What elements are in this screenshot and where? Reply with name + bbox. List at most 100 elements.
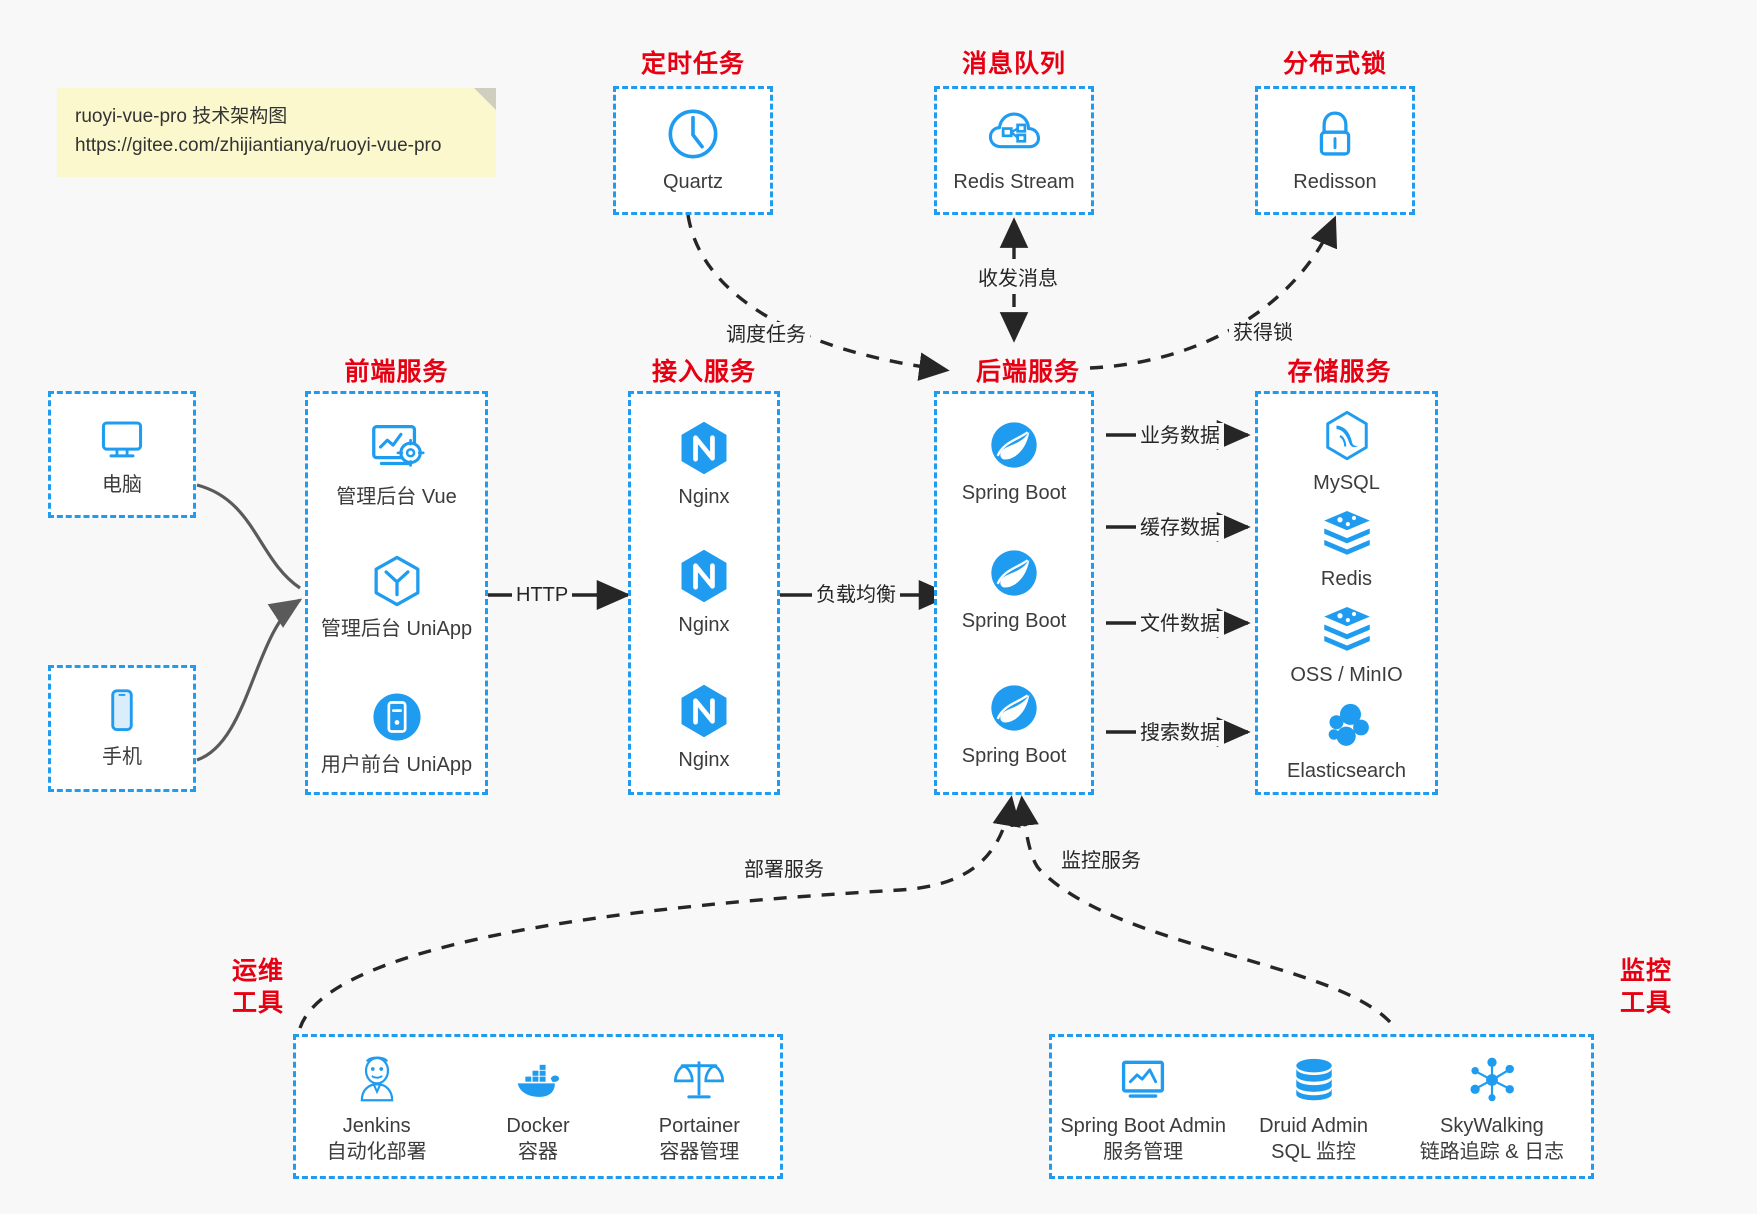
node-label: MySQL — [1313, 472, 1380, 494]
edge-label-search-data: 搜索数据 — [1136, 720, 1224, 746]
node-label: Spring Boot — [961, 745, 1067, 767]
node-spring-boot-admin[interactable]: Spring Boot Admin 服务管理 — [1052, 1053, 1234, 1166]
node-sublabel: 容器管理 — [659, 1141, 740, 1163]
scales-icon — [619, 1053, 780, 1107]
docker-whale-icon — [457, 1053, 618, 1107]
node-admin-vue[interactable]: 管理后台 Vue — [308, 416, 485, 510]
group-box-scheduler: Quartz — [613, 86, 773, 215]
node-label: 管理后台 UniApp — [320, 618, 473, 640]
nginx-icon — [631, 681, 777, 741]
group-title-lock: 分布式锁 — [1282, 50, 1387, 78]
edge-label-business-data: 业务数据 — [1136, 423, 1224, 449]
dashboard-gear-icon — [308, 416, 485, 478]
node-nginx-3[interactable]: Nginx — [631, 681, 777, 773]
node-redis[interactable]: Redis — [1258, 504, 1435, 592]
node-label: Redis Stream — [953, 171, 1075, 193]
node-jenkins[interactable]: Jenkins 自动化部署 — [296, 1053, 457, 1166]
group-box-phone: 手机 — [48, 665, 196, 792]
group-box-gateway: Nginx Nginx Nginx — [628, 391, 780, 795]
node-druid-admin[interactable]: Druid Admin SQL 监控 — [1234, 1053, 1393, 1166]
node-label: Jenkins — [342, 1115, 411, 1137]
group-box-backend: Spring Boot Spring Boot Spring Boot — [934, 391, 1094, 795]
note-fold-corner — [474, 88, 496, 110]
group-title-frontend: 前端服务 — [344, 358, 449, 386]
group-title-scheduler: 定时任务 — [640, 50, 745, 78]
group-box-storage: MySQL Redis — [1255, 391, 1438, 795]
group-title-monitor: 监控 工具 — [1601, 955, 1691, 1019]
elasticsearch-icon — [1258, 696, 1435, 752]
node-skywalking[interactable]: SkyWalking 链路追踪 & 日志 — [1393, 1053, 1591, 1166]
node-label: 电脑 — [102, 474, 142, 496]
node-mysql[interactable]: MySQL — [1258, 408, 1435, 496]
node-admin-uniapp[interactable]: 管理后台 UniApp — [308, 552, 485, 642]
group-title-monitor-line2: 工具 — [1619, 989, 1672, 1017]
edge-label-send-receive-message: 收发消息 — [974, 266, 1062, 292]
group-box-devops: Jenkins 自动化部署 — [293, 1034, 783, 1179]
node-nginx-2[interactable]: Nginx — [631, 546, 777, 638]
group-title-monitor-line1: 监控 — [1619, 957, 1672, 985]
group-title-gateway: 接入服务 — [651, 358, 756, 386]
group-title-backend: 后端服务 — [975, 358, 1080, 386]
note-line-title: ruoyi-vue-pro 技术架构图 — [75, 106, 288, 127]
node-user-uniapp[interactable]: 用户前台 UniApp — [308, 688, 485, 778]
app-circle-icon — [308, 688, 485, 746]
edge-label-acquire-lock: 获得锁 — [1229, 320, 1297, 346]
edge-backend-to-storage — [1106, 420, 1251, 747]
node-nginx-1[interactable]: Nginx — [631, 418, 777, 510]
node-springboot-2[interactable]: Spring Boot — [937, 544, 1091, 634]
clock-icon — [616, 105, 770, 163]
uniapp-cube-icon — [308, 552, 485, 610]
edge-label-load-balance: 负载均衡 — [812, 582, 900, 608]
edge-label-schedule-task: 调度任务 — [722, 322, 810, 348]
node-label: Redis — [1320, 568, 1373, 590]
node-redisson[interactable]: Redisson — [1258, 105, 1412, 195]
database-icon — [1234, 1053, 1393, 1107]
spring-leaf-icon — [937, 544, 1091, 602]
node-springboot-3[interactable]: Spring Boot — [937, 679, 1091, 769]
skywalking-node-icon — [1393, 1053, 1591, 1107]
edge-label-monitor-service: 监控服务 — [1057, 848, 1145, 874]
mobile-phone-icon — [51, 684, 193, 738]
node-springboot-1[interactable]: Spring Boot — [937, 416, 1091, 506]
edge-clients-to-frontend — [196, 483, 303, 762]
mysql-dolphin-icon — [1258, 408, 1435, 464]
node-label: 管理后台 Vue — [336, 486, 457, 508]
node-label: Elasticsearch — [1287, 760, 1406, 782]
group-box-monitor: Spring Boot Admin 服务管理 Druid Admin S — [1049, 1034, 1594, 1179]
group-title-devops-line1: 运维 — [231, 957, 284, 985]
edge-label-deploy-service: 部署服务 — [740, 857, 828, 883]
group-box-pc: 电脑 — [48, 391, 196, 518]
edge-monitor-service — [1010, 795, 1392, 1024]
jenkins-butler-icon — [296, 1053, 457, 1107]
node-pc[interactable]: 电脑 — [51, 412, 193, 498]
edge-label-file-data: 文件数据 — [1136, 611, 1224, 637]
node-quartz[interactable]: Quartz — [616, 105, 770, 195]
spring-leaf-icon — [937, 416, 1091, 474]
node-portainer[interactable]: Portainer 容器管理 — [619, 1053, 780, 1166]
node-label: Quartz — [662, 171, 724, 193]
node-label: Nginx — [678, 486, 730, 508]
node-redis-stream[interactable]: Redis Stream — [937, 105, 1091, 195]
node-phone[interactable]: 手机 — [51, 684, 193, 770]
redis-stack-icon — [1258, 504, 1435, 560]
node-sublabel: 服务管理 — [1103, 1141, 1184, 1163]
node-sublabel: SQL 监控 — [1271, 1141, 1356, 1163]
group-box-frontend: 管理后台 Vue 管理后台 UniApp 用户前台 UniApp — [305, 391, 488, 795]
node-label: Spring Boot — [961, 482, 1067, 504]
nginx-icon — [631, 418, 777, 478]
node-docker[interactable]: Docker 容器 — [457, 1053, 618, 1166]
node-label: Spring Boot Admin — [1060, 1115, 1226, 1137]
redis-stack-icon — [1258, 600, 1435, 656]
edge-deploy-service — [298, 795, 1021, 1029]
node-sublabel: 容器 — [517, 1141, 558, 1163]
node-elasticsearch[interactable]: Elasticsearch — [1258, 696, 1435, 784]
node-label: Docker — [506, 1115, 570, 1137]
nginx-icon — [631, 546, 777, 606]
node-label: OSS / MinIO — [1290, 664, 1403, 686]
node-label: 用户前台 UniApp — [320, 754, 473, 776]
node-oss-minio[interactable]: OSS / MinIO — [1258, 600, 1435, 688]
note-line-url: https://gitee.com/zhijiantianya/ruoyi-vu… — [75, 135, 442, 157]
group-box-lock: Redisson — [1255, 86, 1415, 215]
cloud-stream-icon — [937, 105, 1091, 163]
